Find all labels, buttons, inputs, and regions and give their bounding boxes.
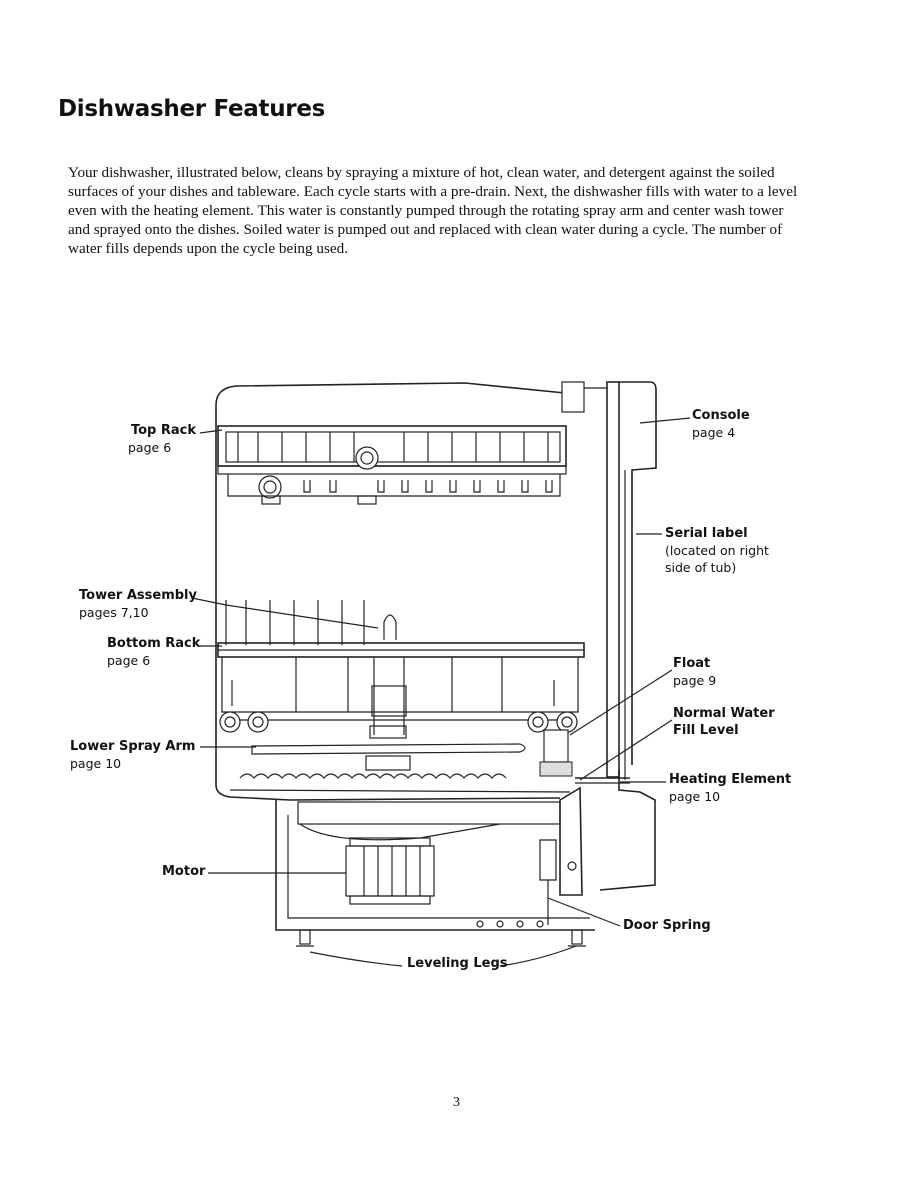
leader-lines [191,417,691,967]
lower-spray-arm-title: Lower Spray Arm [70,739,196,754]
page-title: Dishwasher Features [58,96,326,122]
intro-paragraph: Your dishwasher, illustrated below, clea… [68,164,798,257]
door-panel [561,381,657,891]
fill-level-title: Fill Level [673,723,739,738]
float-page: page 9 [673,673,717,688]
heating-element-title: Heating Element [669,772,792,787]
base-housing [275,786,595,931]
door-spring-title: Door Spring [623,918,711,933]
top-rack [217,425,567,505]
console-label: Console page 4 [692,407,750,441]
tower-assembly-title: Tower Assembly [79,588,197,603]
leveling-legs-label: Leveling Legs [407,955,508,972]
float-assembly [539,729,630,784]
bottom-rack [217,642,585,739]
motor-label: Motor [162,863,205,880]
leveling-legs-title: Leveling Legs [407,956,508,971]
leveling-legs [296,929,586,947]
door-spring-label: Door Spring [623,917,711,934]
lower-spray-arm [239,743,526,779]
normal-water-title: Normal Water [673,706,775,721]
tower-assembly-label: Tower Assembly pages 7,10 [79,587,197,621]
bottom-rack-page: page 6 [107,653,151,668]
tower-assembly [225,600,407,735]
console-title: Console [692,408,750,423]
lower-spray-arm-label: Lower Spray Arm page 10 [70,738,195,772]
tower-assembly-page: pages 7,10 [79,605,149,620]
heating-element-page: page 10 [669,789,721,804]
float-label: Float page 9 [673,655,716,689]
top-rack-label: Top Rack page 6 [100,422,196,456]
lower-spray-arm-page: page 10 [70,756,122,771]
tub-outline [215,382,571,801]
console-page: page 4 [692,425,736,440]
motor-graphic [345,837,435,905]
heating-element-label: Heating Element page 10 [669,771,791,805]
top-rack-title: Top Rack [130,423,196,438]
bottom-rack-label: Bottom Rack page 6 [107,635,200,669]
normal-water-label: Normal Water Fill Level [673,705,775,739]
bottom-rack-title: Bottom Rack [107,636,201,651]
serial-label-title: Serial label [665,526,748,541]
serial-label-line1: (located on right [665,543,769,558]
float-title: Float [673,656,711,671]
serial-label-line2: side of tub) [665,560,737,575]
motor-title: Motor [162,864,206,879]
page-number: 3 [453,1095,460,1110]
serial-label-label: Serial label (located on right side of t… [665,525,769,576]
top-rack-page: page 6 [128,440,172,455]
